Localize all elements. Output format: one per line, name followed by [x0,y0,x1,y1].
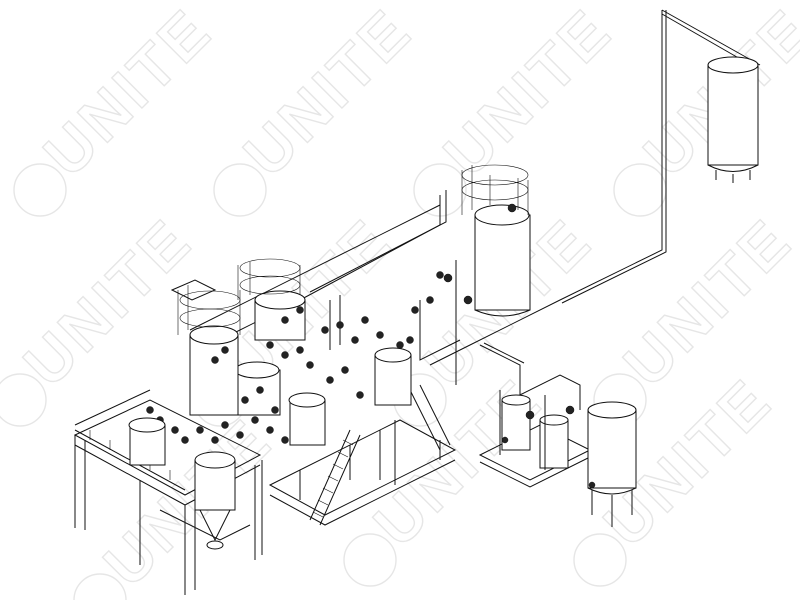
valve-icon [266,426,274,434]
valve-icon [211,436,219,444]
valve-icon [256,386,264,394]
valve-icon [406,336,414,344]
valve-icon [236,431,244,439]
valve-icon [221,421,229,429]
valve-icon [181,436,189,444]
watermark-logo [573,533,627,587]
valve-icon [426,296,434,304]
skid-right [478,390,592,488]
valve-icon [251,416,259,424]
valve-icon [281,436,289,444]
valve-icon [211,356,219,364]
valve-icon [326,376,334,384]
valve-icon [146,406,154,414]
watermark-logo [613,163,667,217]
watermark-logo [73,573,127,600]
valve-icon [271,406,279,414]
vessel-right [587,401,637,527]
pipe-network [189,9,761,410]
valve-icon [436,271,444,279]
watermark-text: UNITE [431,0,625,190]
valve-icon [241,396,249,404]
valve-icon [376,331,384,339]
valve-icon [336,321,344,329]
valve-icon [266,341,274,349]
platform-left [73,389,263,595]
valve-icon [221,346,229,354]
valve-icon [306,361,314,369]
valve-icon [356,391,364,399]
valve-icon [411,306,419,314]
watermark-logo [343,533,397,587]
valve-icon [341,366,349,374]
watermark-logo [13,163,67,217]
watermark-logo [213,163,267,217]
tank-large [443,164,531,317]
valve-icon [296,306,304,314]
watermark-logo [0,373,47,427]
valve-icon [396,341,404,349]
watermark-text: UNITE [11,205,205,399]
valve-icon [281,351,289,359]
valve-icon [196,426,204,434]
valve-icon [171,426,179,434]
valve-icon [321,326,329,334]
valve-icon [361,316,369,324]
vessel-top-right [707,56,759,183]
valve-icon [296,346,304,354]
process-frame-middle [146,258,457,526]
watermark-text: UNITE [31,0,225,190]
watermark-text: UNITE [611,205,800,399]
valve-icon [281,316,289,324]
valve-icon [351,336,359,344]
watermark-text: UNITE [231,0,425,190]
